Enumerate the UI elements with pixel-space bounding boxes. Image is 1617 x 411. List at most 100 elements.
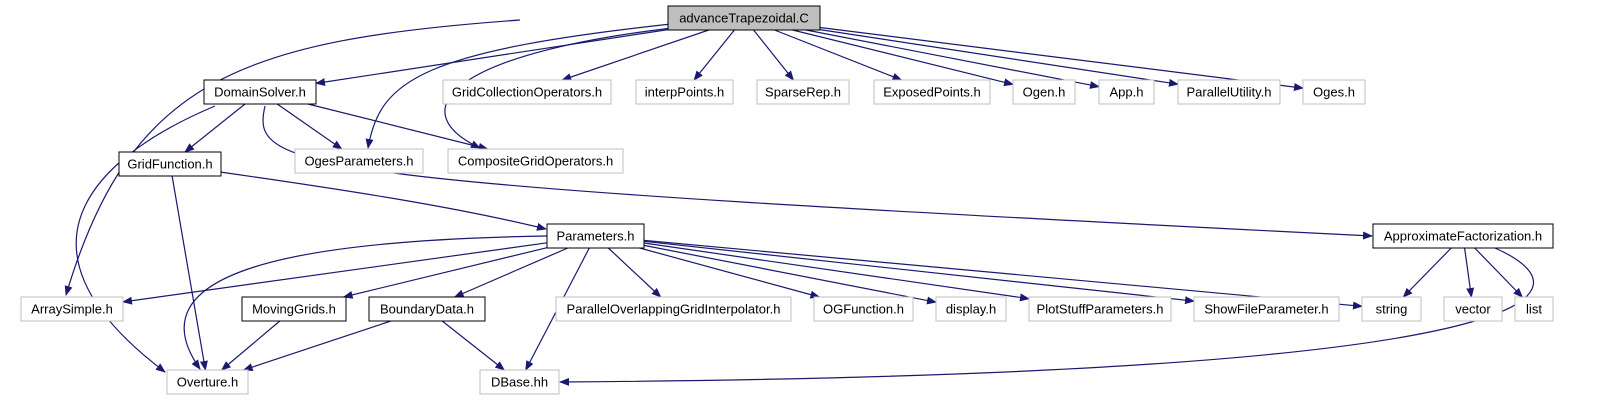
node-label: Overture.h [177, 375, 238, 390]
edge-ApproximateFactorization-to-list [1474, 247, 1523, 298]
nodes-layer: advanceTrapezoidal.C DomainSolver.h GridCo… [20, 5, 1554, 395]
node-Oges[interactable]: Oges.h [1302, 79, 1366, 105]
node-label: App.h [1110, 85, 1144, 100]
node-label: Parameters.h [556, 229, 634, 244]
edges-layer [64, 19, 1535, 386]
edge-DomainSolver-to-Overture [75, 105, 216, 373]
edge-DomainSolver-to-ApproximateFactorization [262, 105, 1373, 240]
node-label: display.h [946, 302, 996, 317]
node-box [667, 5, 821, 31]
edge-Parameters-to-Overture [183, 235, 548, 370]
edge-Parameters-to-display [643, 244, 937, 305]
node-box [756, 79, 850, 105]
node-box [813, 296, 914, 322]
edge-Parameters-to-PlotStuffParameters [643, 242, 1030, 302]
node-ShowFileParameter[interactable]: ShowFileParameter.h [1193, 296, 1340, 322]
node-CompositeGridOperators[interactable]: CompositeGridOperators.h [447, 148, 624, 174]
node-box [1098, 79, 1155, 105]
node-label: SparseRep.h [765, 85, 841, 100]
node-label: ParallelUtility.h [1186, 85, 1271, 100]
node-interpPoints[interactable]: interpPoints.h [635, 79, 734, 105]
node-label: OGFunction.h [823, 302, 904, 317]
edge-MovingGrids-to-Overture [220, 320, 281, 371]
node-label: string [1376, 302, 1408, 317]
node-box [1443, 296, 1503, 322]
node-box [166, 369, 249, 395]
node-box [368, 296, 486, 322]
node-Overture[interactable]: Overture.h [166, 369, 249, 395]
node-string[interactable]: string [1361, 296, 1422, 322]
edge-Parameters-to-OGFunction [639, 247, 821, 299]
node-label: ArraySimple.h [31, 302, 113, 317]
node-box [20, 296, 124, 322]
edge-ApproximateFactorization-to-vector [1464, 247, 1475, 298]
edge-Parameters-to-string [643, 239, 1363, 310]
node-advanceTrapezoidal: advanceTrapezoidal.C [667, 5, 821, 31]
edge-advanceTrapezoidal-to-App [805, 29, 1100, 89]
node-OGFunction[interactable]: OGFunction.h [813, 296, 914, 322]
node-label: advanceTrapezoidal.C [679, 11, 809, 26]
node-list[interactable]: list [1514, 296, 1554, 322]
node-SparseRep[interactable]: SparseRep.h [756, 79, 850, 105]
edge-advanceTrapezoidal-to-SparseRep [753, 29, 795, 81]
edge-advanceTrapezoidal-to-interpPoints [693, 29, 735, 81]
node-display[interactable]: display.h [935, 296, 1007, 322]
node-App[interactable]: App.h [1098, 79, 1155, 105]
edge-advanceTrapezoidal-to-DomainSolver [315, 29, 669, 86]
node-label: ParallelOverlappingGridInterpolator.h [567, 302, 781, 317]
node-box [1361, 296, 1422, 322]
edge-advanceTrapezoidal-to-ParallelUtility [819, 29, 1179, 87]
node-label: DomainSolver.h [214, 85, 306, 100]
node-PlotStuffParameters[interactable]: PlotStuffParameters.h [1028, 296, 1172, 322]
node-box [294, 148, 424, 174]
node-box [1372, 223, 1554, 249]
node-OgesParameters[interactable]: OgesParameters.h [294, 148, 424, 174]
node-box [442, 79, 612, 105]
node-GridCollectionOperators[interactable]: GridCollectionOperators.h [442, 79, 612, 105]
edge-DomainSolver-to-CompositeGridOperators [307, 103, 489, 151]
node-box [118, 151, 222, 177]
edge-Parameters-to-ShowFileParameter [643, 240, 1195, 305]
node-label: GridCollectionOperators.h [452, 85, 602, 100]
node-Ogen[interactable]: Ogen.h [1012, 79, 1076, 105]
edge-DomainSolver-to-OgesParameters [276, 103, 343, 150]
node-label: vector [1455, 302, 1491, 317]
edge-ApproximateFactorization-to-DBase [559, 247, 1535, 386]
node-box [1177, 79, 1281, 105]
node-label: PlotStuffParameters.h [1037, 302, 1164, 317]
node-box [447, 148, 624, 174]
node-label: list [1526, 302, 1542, 317]
node-ParallelUtility[interactable]: ParallelUtility.h [1177, 79, 1281, 105]
node-box [635, 79, 734, 105]
node-box [203, 79, 317, 105]
node-box [241, 296, 347, 322]
edge-advanceTrapezoidal-to-GridCollectionOperators [561, 29, 709, 81]
node-Parameters[interactable]: Parameters.h [546, 223, 645, 249]
node-label: ShowFileParameter.h [1204, 302, 1328, 317]
edge-advanceTrapezoidal-to-Oges [819, 26, 1304, 91]
edge-advanceTrapezoidal-to-Ogen [792, 29, 1014, 87]
node-DomainSolver[interactable]: DomainSolver.h [203, 79, 317, 105]
edge-GridFunction-to-Overture [171, 175, 208, 371]
node-label: interpPoints.h [645, 85, 725, 100]
node-GridFunction[interactable]: GridFunction.h [118, 151, 222, 177]
edge-advanceTrapezoidal-to-ExposedPoints [774, 29, 903, 81]
node-box [546, 223, 645, 249]
node-ApproximateFactorization[interactable]: ApproximateFactorization.h [1372, 223, 1554, 249]
edge-GridFunction-to-Parameters [219, 171, 547, 231]
node-BoundaryData[interactable]: BoundaryData.h [368, 296, 486, 322]
node-label: ExposedPoints.h [883, 85, 981, 100]
node-ExposedPoints[interactable]: ExposedPoints.h [873, 79, 991, 105]
node-MovingGrids[interactable]: MovingGrids.h [241, 296, 347, 322]
node-ArraySimple[interactable]: ArraySimple.h [20, 296, 124, 322]
node-vector[interactable]: vector [1443, 296, 1503, 322]
node-label: Oges.h [1313, 85, 1355, 100]
node-ParallelOverlappingGridInterpolator[interactable]: ParallelOverlappingGridInterpolator.h [555, 296, 792, 322]
node-label: MovingGrids.h [252, 302, 336, 317]
edge-BoundaryData-to-DBase [441, 320, 506, 371]
node-DBase[interactable]: DBase.hh [479, 369, 560, 395]
node-box [935, 296, 1007, 322]
node-box [479, 369, 560, 395]
edge-DomainSolver-to-GridFunction [184, 103, 246, 153]
